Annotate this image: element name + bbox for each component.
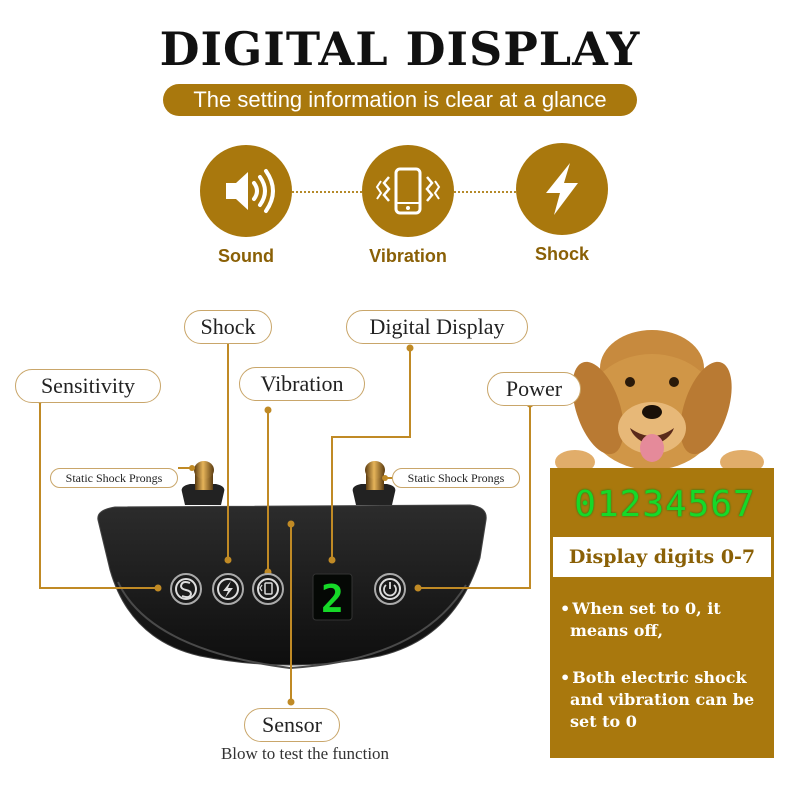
vibration-mode-circle xyxy=(362,145,454,237)
led-display xyxy=(312,573,353,621)
shock-callout: Shock xyxy=(184,310,272,344)
right-prong xyxy=(352,461,396,505)
vibrating-phone-icon xyxy=(375,167,441,215)
receiver-body xyxy=(97,504,487,666)
shock-label: Shock xyxy=(534,244,590,264)
subtitle-banner: The setting information is clear at a gl… xyxy=(163,84,637,116)
power-callout: Power xyxy=(487,372,581,406)
vibration-callout: Vibration xyxy=(239,367,365,401)
display-digit: 2 xyxy=(321,577,344,621)
left-prong-callout: Static Shock Prongs xyxy=(50,468,178,488)
sound-mode-circle xyxy=(200,145,292,237)
note-text: When set to 0, it means off, xyxy=(570,599,721,640)
golden-retriever-image xyxy=(555,330,764,474)
bullet-icon: • xyxy=(560,668,571,687)
left-prong xyxy=(181,461,225,505)
note-item: •When set to 0, it means off, xyxy=(560,598,770,642)
bullet-icon: • xyxy=(560,599,571,618)
right-prong-callout: Static Shock Prongs xyxy=(392,468,520,488)
connector-line xyxy=(454,191,516,193)
shock-mode-circle xyxy=(516,143,608,235)
sound-label: Sound xyxy=(218,246,274,266)
info-panel xyxy=(550,468,774,758)
lightning-bolt-icon xyxy=(546,163,578,215)
digital-display-callout: Digital Display xyxy=(346,310,528,344)
vibration-button-icon[interactable] xyxy=(252,573,284,605)
sensitivity-callout: Sensitivity xyxy=(15,369,161,403)
connector-line xyxy=(292,191,362,193)
power-button-icon[interactable] xyxy=(374,573,406,605)
digit-range-display: 01234567 xyxy=(574,484,756,525)
vibration-label: Vibration xyxy=(369,246,447,266)
speaker-icon xyxy=(226,169,275,213)
note-text: Both electric shock and vibration can be… xyxy=(570,668,755,731)
lightning-button-icon[interactable] xyxy=(212,573,244,605)
sensor-instruction: Blow to test the function xyxy=(220,744,390,763)
s-button-icon[interactable] xyxy=(170,573,202,605)
note-item: •Both electric shock and vibration can b… xyxy=(560,667,770,733)
page-title: DIGITAL DISPLAY xyxy=(159,22,641,76)
digits-label: Display digits 0-7 xyxy=(553,537,771,577)
sensor-callout: Sensor xyxy=(244,708,340,742)
